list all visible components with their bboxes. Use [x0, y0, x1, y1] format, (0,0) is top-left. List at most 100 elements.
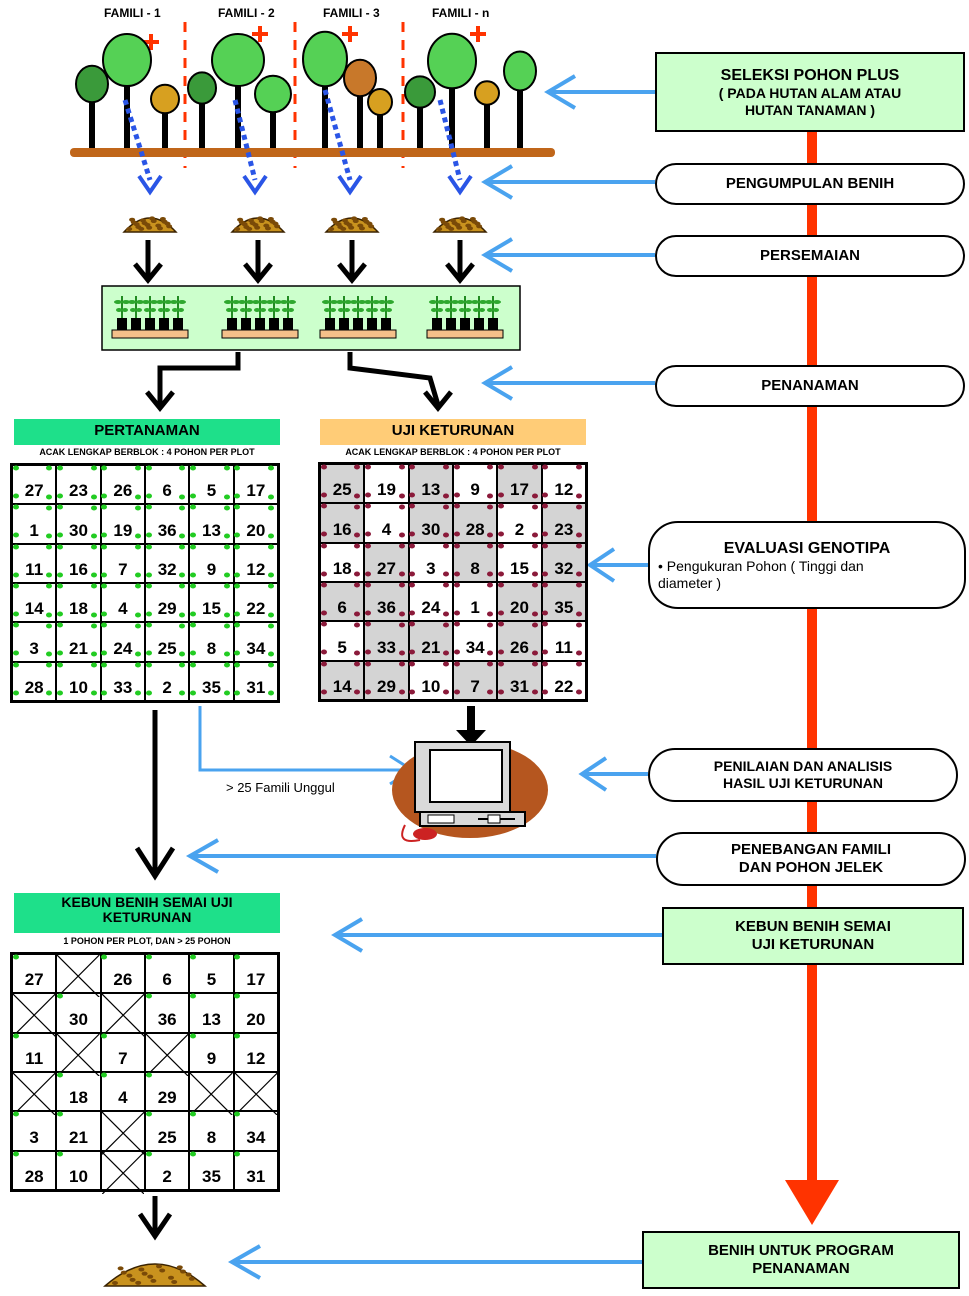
tree-dot: [443, 543, 450, 549]
seed-piles: [103, 216, 488, 1287]
tree-dot: [101, 1072, 108, 1078]
tree-dot: [56, 572, 63, 578]
tree-dot: [364, 571, 371, 577]
tree-dot: [179, 494, 186, 500]
seed-pile-icon: [122, 216, 178, 233]
uji-family-number: 25: [332, 480, 352, 500]
uji-family-number: 34: [465, 637, 485, 657]
tree-dot: [56, 690, 63, 696]
tree-dot: [531, 571, 538, 577]
tree-dot: [531, 611, 538, 617]
kebun-family-number: 21: [69, 1127, 88, 1147]
tree-dot: [179, 651, 186, 657]
penanaman-label: PENANAMAN: [761, 377, 859, 394]
tree-dot: [531, 582, 538, 588]
tree-dot: [576, 493, 583, 499]
tree-dot: [487, 611, 494, 617]
tree-dot: [12, 532, 19, 538]
tree-dot: [234, 1111, 241, 1117]
pertanaman-family-number: 22: [246, 599, 266, 619]
removed-plot-cross: [235, 1073, 277, 1115]
tree-dot: [56, 662, 63, 668]
tree-dot: [46, 583, 53, 589]
tree-dot: [46, 612, 53, 618]
removed-plot-cross: [13, 994, 55, 1036]
pertanaman-family-number: 36: [157, 520, 177, 540]
tree-dot: [487, 493, 494, 499]
tree-dot: [409, 610, 416, 616]
seleksi-line3: HUTAN TANAMAN ): [744, 101, 876, 118]
tree-dot: [443, 464, 450, 470]
tree-dot: [135, 505, 142, 511]
tree-dot: [179, 572, 186, 578]
kebun-plot-cell: 11: [12, 1032, 57, 1072]
tree-dot: [542, 464, 549, 470]
pertanaman-plot-cell: 26: [100, 465, 145, 505]
tree-dot: [320, 582, 327, 588]
kebun-plot-cell-removed: [12, 1071, 57, 1111]
tree-dot: [145, 504, 152, 510]
kebun-plot-cell: 4: [100, 1071, 145, 1112]
step-penilaian-analisis: PENILAIAN DAN ANALISIS HASIL UJI KETURUN…: [648, 748, 958, 802]
tree-dot: [443, 650, 450, 656]
tree-dot: [320, 503, 327, 509]
uji-family-number: 14: [332, 676, 352, 696]
tree-dot: [12, 650, 19, 656]
tree-dot: [531, 464, 538, 470]
tree-dot: [268, 544, 275, 550]
tree-dot: [409, 582, 416, 588]
tree-dot: [320, 571, 327, 577]
uji-plot-cell: 19: [364, 464, 409, 504]
uji-family-number: 30: [421, 519, 441, 539]
tree-dot: [320, 689, 327, 695]
uji-family-number: 7: [470, 676, 480, 696]
tree-dot: [90, 651, 97, 657]
tree-dot: [409, 464, 416, 470]
uji-family-number: 10: [421, 676, 441, 696]
tree-dot: [576, 464, 583, 470]
tree-dot: [497, 503, 504, 509]
tree-dot: [145, 583, 152, 589]
pertanaman-to-kebun-arrow: [134, 710, 176, 881]
uji-family-number: 33: [377, 637, 396, 657]
tree-dot: [56, 583, 63, 589]
tree-dot: [234, 662, 241, 668]
tree-dot: [453, 621, 460, 627]
pertanaman-family-number: 28: [24, 677, 44, 697]
tree-dot: [46, 533, 53, 539]
tree-dot: [364, 492, 371, 498]
tree-dot: [46, 623, 53, 629]
pertanaman-plot-cell: 24: [100, 622, 145, 662]
tree-dot: [12, 622, 19, 628]
seed-collection-arrows: [122, 89, 463, 181]
tree-dot: [145, 572, 152, 578]
tree-dot: [145, 662, 152, 668]
tree-dot: [179, 465, 186, 471]
kebun-family-number: 31: [246, 1166, 266, 1186]
tree-dot: [189, 1151, 196, 1157]
tree-dot: [90, 690, 97, 696]
tree-dot: [223, 533, 230, 539]
kebun-family-number: 4: [118, 1088, 128, 1108]
tree-dot: [542, 543, 549, 549]
tree-dot: [189, 532, 196, 538]
kebun-family-number: 30: [69, 1009, 88, 1029]
seleksi-line1: SELEKSI POHON PLUS: [720, 66, 900, 84]
pertanaman-family-number: 17: [246, 481, 266, 501]
tree-dot: [135, 533, 142, 539]
kebun-family-number: 29: [157, 1088, 177, 1108]
tree-dot: [90, 533, 97, 539]
pertanaman-family-number: 26: [113, 481, 133, 501]
step-penanaman: PENANAMAN: [655, 365, 965, 407]
tree-dot: [189, 993, 196, 999]
kebun-plot-cell: 29: [144, 1071, 190, 1112]
kebun-plot-cell: 31: [233, 1150, 278, 1190]
uji-family-number: 26: [510, 637, 529, 657]
benih-line1: BENIH UNTUK PROGRAM: [708, 1242, 894, 1259]
kebun-plot-cell: 28: [12, 1150, 57, 1190]
tree-icon: [211, 33, 265, 150]
tree-dot: [223, 690, 230, 696]
pertanaman-family-number: 6: [162, 481, 172, 501]
